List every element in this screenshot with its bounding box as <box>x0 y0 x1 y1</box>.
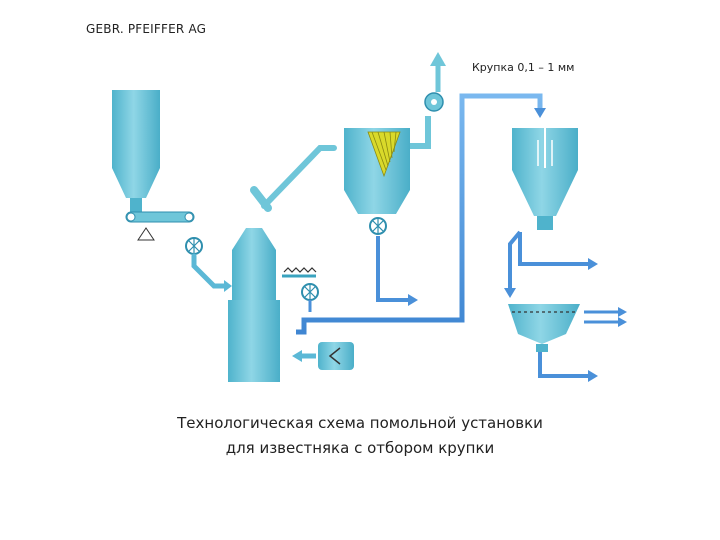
cyclone-outlet-down <box>518 232 590 266</box>
vibrating-screen <box>508 304 580 352</box>
filter-product-line <box>376 236 410 302</box>
feed-pipe <box>191 253 229 289</box>
mill-separator-drive <box>282 267 317 278</box>
rotary-valve-filter <box>369 217 387 235</box>
grit-cyclone <box>512 128 578 230</box>
rotary-valve-return <box>301 283 319 301</box>
grit-transport-line <box>296 93 543 335</box>
vertical-roller-mill <box>228 186 280 382</box>
cyclone-to-screen <box>508 230 522 290</box>
mill-to-filter-duct <box>261 145 337 209</box>
filter-to-fan-duct <box>410 116 431 149</box>
hot-gas-generator <box>318 342 354 370</box>
belt-feeder <box>125 211 195 241</box>
caption-line-2: для известняка с отбором крупки <box>225 439 495 457</box>
rotary-valve-feed <box>185 237 203 255</box>
process-fan <box>424 92 444 112</box>
screen-bottom-output <box>538 352 590 378</box>
bag-filter <box>344 128 410 214</box>
product-label: Крупка 0,1 – 1 мм <box>472 61 575 74</box>
feed-silo <box>112 90 160 212</box>
brand-label: GEBR. PFEIFFER AG <box>86 22 207 36</box>
caption-line-1: Технологическая схема помольной установк… <box>177 414 543 432</box>
